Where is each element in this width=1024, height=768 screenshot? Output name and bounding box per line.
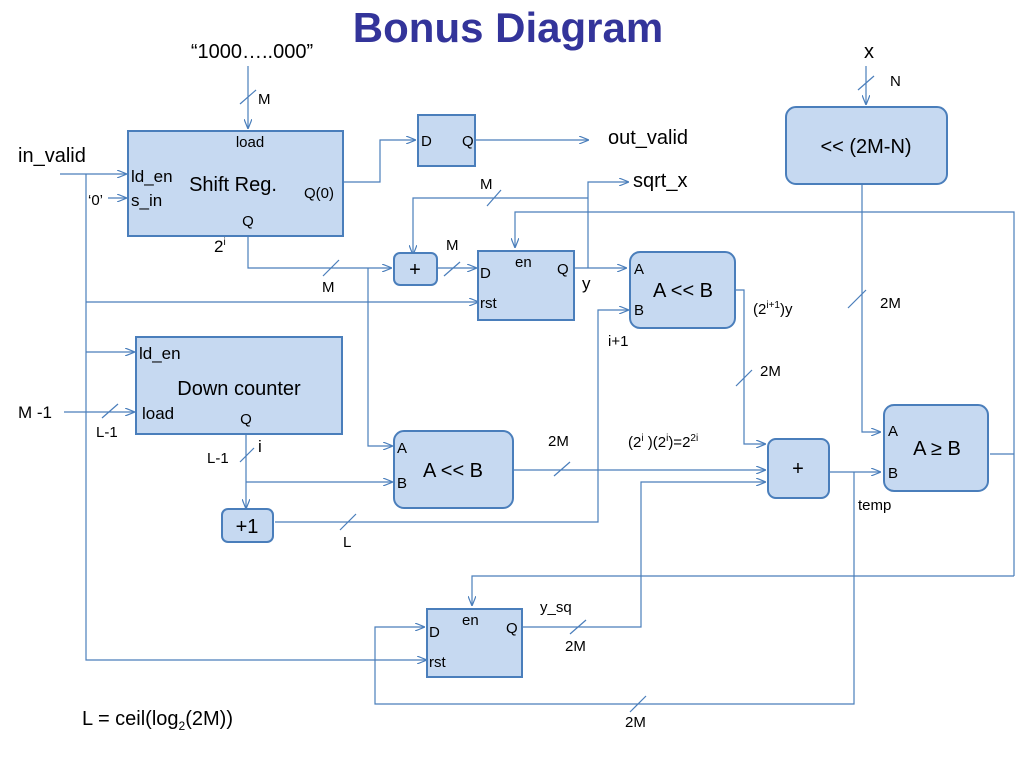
valid-flipflop-block: D Q [417, 114, 476, 167]
ysq-register-block: en D Q rst [426, 608, 523, 678]
y-adder-block: + [393, 252, 438, 286]
square-adder-block: + [767, 438, 830, 499]
ysq-reg-rst-port: rst [429, 654, 446, 671]
y-shifter-b-port: B [634, 302, 644, 319]
temp-label: temp [858, 497, 891, 514]
shift-reg-load-port: load [236, 134, 264, 151]
zero-input-label: ‘0’ [88, 192, 103, 209]
init-constant-label: “1000…..000” [191, 41, 313, 63]
bus-width-2m-bottom: 2M [625, 714, 646, 731]
bus-width-l-minus-1-out: L-1 [207, 450, 229, 467]
y-shifter-block: A B A << B [629, 251, 736, 329]
bus-width-m-adder-in: M [322, 279, 335, 296]
sqrt-x-label: sqrt_x [633, 170, 687, 192]
down-counter-q-port: Q [240, 411, 252, 428]
y-adder-name: + [409, 259, 421, 281]
pow-shifter-a-port: A [397, 440, 407, 457]
increment-block: +1 [221, 508, 274, 543]
down-counter-name: Down counter [177, 378, 301, 400]
y-reg-d-port: D [480, 265, 491, 282]
comparator-a-port: A [888, 423, 898, 440]
page-title: Bonus Diagram [353, 4, 663, 51]
comparator-block: A B A ≥ B [883, 404, 989, 492]
bus-ticks [101, 75, 875, 713]
wires [60, 66, 1015, 705]
square-adder-name: + [792, 458, 804, 480]
bus-width-m-adder-out: M [446, 237, 459, 254]
bus-width-l-minus-1-in: L-1 [96, 424, 118, 441]
i-signal-label: i [258, 437, 262, 456]
in-valid-label: in_valid [18, 145, 86, 167]
pow-equation-label: (2i )(2i)=22i [628, 433, 698, 451]
ysq-reg-q-port: Q [506, 620, 518, 637]
down-counter-block: ld_en Down counter load Q [135, 336, 343, 435]
shifted-y-label: (2i+1)y [753, 300, 793, 318]
comparator-name: A ≥ B [913, 438, 961, 460]
i-plus-1-label: i+1 [608, 333, 628, 350]
down-counter-ld-en-port: ld_en [139, 344, 181, 363]
y-sq-label: y_sq [540, 599, 572, 616]
y-reg-en-port: en [515, 254, 532, 271]
y-reg-q-port: Q [557, 261, 569, 278]
l-formula: L = ceil(log2(2M)) [82, 708, 233, 733]
bus-width-2m-ysq: 2M [565, 638, 586, 655]
ysq-reg-en-port: en [462, 612, 479, 629]
two-pow-i-label: 2i [214, 237, 226, 256]
shift-reg-s-in-port: s_in [131, 191, 162, 210]
shift-register-block: load ld_en s_in Shift Reg. Q(0) Q [127, 130, 344, 237]
bus-width-m-sqrt: M [480, 176, 493, 193]
out-valid-label: out_valid [608, 127, 688, 149]
shift-reg-q0-port: Q(0) [304, 185, 334, 202]
x-input-label: x [864, 41, 874, 63]
ysq-reg-d-port: D [429, 624, 440, 641]
bus-width-n: N [890, 73, 901, 90]
valid-ff-d-port: D [421, 133, 432, 150]
y-register-block: en D Q rst [477, 250, 575, 321]
pow-shifter-name: A << B [423, 460, 483, 482]
bus-width-2m-pow: 2M [548, 433, 569, 450]
bus-width-2m-shifter: 2M [880, 295, 901, 312]
increment-name: +1 [236, 516, 259, 538]
down-counter-load-port: load [142, 404, 174, 423]
m-minus-1-label: M -1 [18, 403, 52, 422]
bus-width-2m-mid: 2M [760, 363, 781, 380]
bus-width-m-top: M [258, 91, 271, 108]
bus-width-l: L [343, 534, 351, 551]
shift-reg-name: Shift Reg. [189, 174, 277, 196]
y-shifter-a-port: A [634, 261, 644, 278]
comparator-b-port: B [888, 465, 898, 482]
pow-shifter-block: A B A << B [393, 430, 514, 509]
x-shifter-block: << (2M-N) [785, 106, 948, 185]
x-shifter-name: << (2M-N) [820, 136, 911, 158]
shift-reg-ld-en-port: ld_en [131, 167, 173, 186]
shift-reg-q-port: Q [242, 213, 254, 230]
y-signal-label: y [582, 274, 591, 293]
pow-shifter-b-port: B [397, 475, 407, 492]
valid-ff-q-port: Q [462, 133, 474, 150]
y-reg-rst-port: rst [480, 295, 497, 312]
y-shifter-name: A << B [653, 280, 713, 302]
